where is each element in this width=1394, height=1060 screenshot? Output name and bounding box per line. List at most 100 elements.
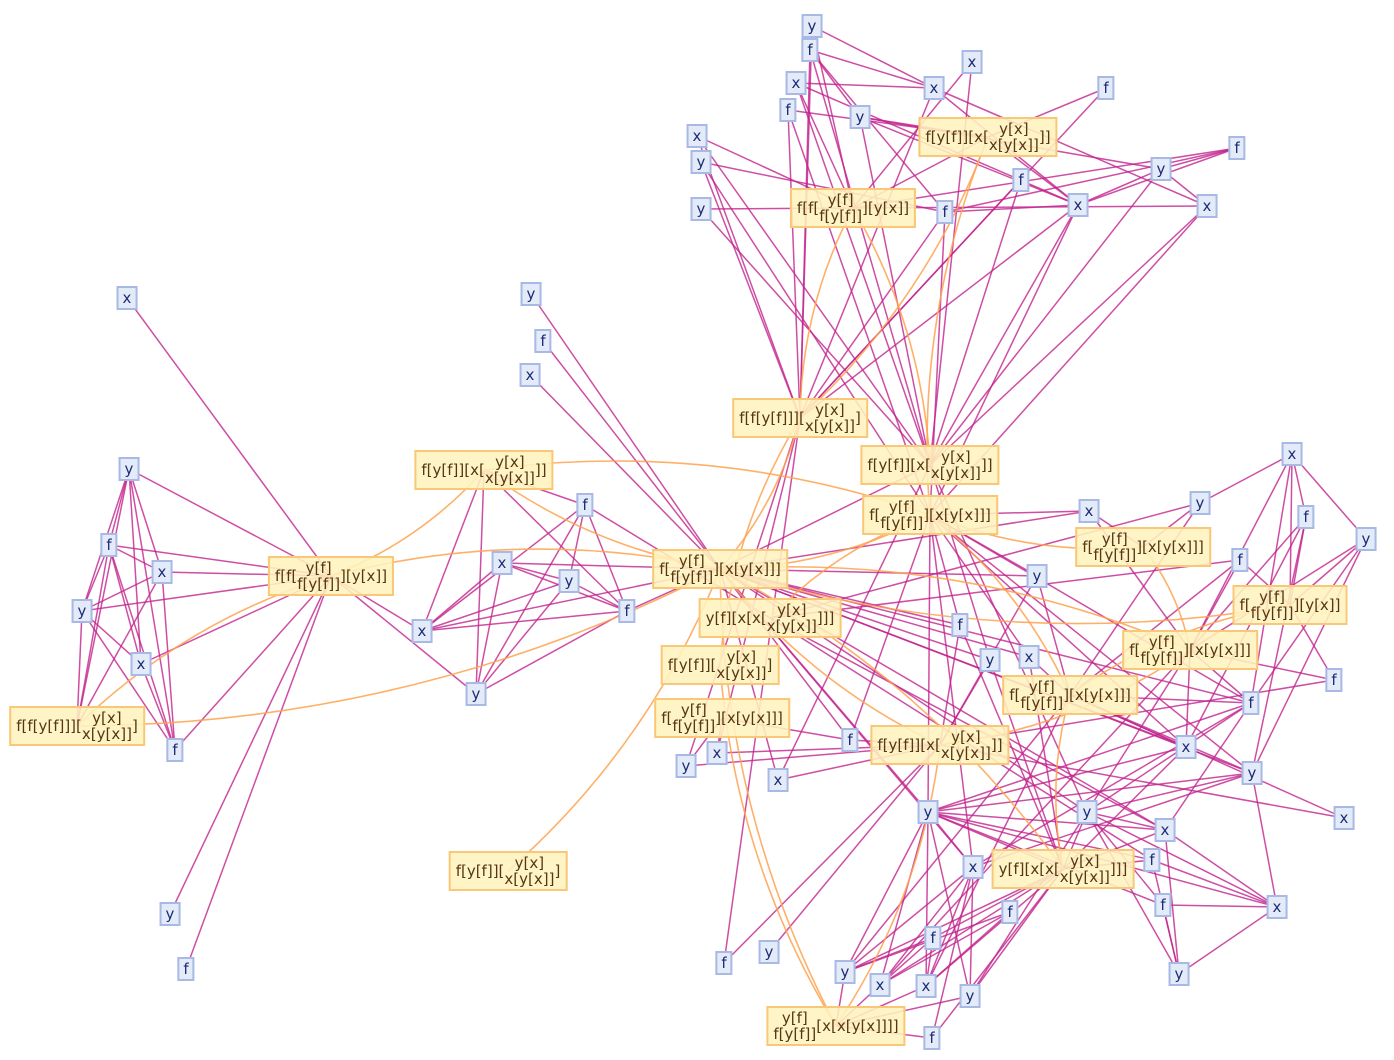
leaf-node-y[interactable]: y <box>465 682 487 706</box>
edge <box>1086 811 1278 908</box>
leaf-node-f[interactable]: f <box>801 38 819 62</box>
expression-node[interactable]: f[y[f]][y[x]x[y[x]]] <box>448 851 568 891</box>
leaf-node-f[interactable]: f <box>576 493 594 517</box>
expression-node[interactable]: f[y[f]][x[y[x]x[y[x]]]] <box>918 117 1058 157</box>
expression-node[interactable]: f[y[f]][x[y[x]x[y[x]]]] <box>860 445 1000 485</box>
expression-node[interactable]: y[f]f[y[f]][x[x[y[x]]]] <box>766 1006 906 1046</box>
leaf-node-x[interactable]: x <box>1018 645 1040 669</box>
leaf-node-x[interactable]: x <box>1078 499 1100 523</box>
leaf-node-x[interactable]: x <box>785 71 807 95</box>
leaf-node-x[interactable]: x <box>915 974 937 998</box>
expression-node[interactable]: f[y[f]f[y[f]]][x[y[x]]] <box>1075 527 1211 567</box>
leaf-node-f[interactable]: f <box>166 738 184 762</box>
expression-node[interactable]: f[f[y[f]]][y[x]x[y[x]]] <box>732 398 868 438</box>
leaf-node-y[interactable]: y <box>917 800 939 824</box>
leaf-node-y[interactable]: y <box>71 599 93 623</box>
leaf-node-x[interactable]: x <box>1196 194 1218 218</box>
leaf-node-x[interactable]: x <box>962 855 984 879</box>
leaf-node-y[interactable]: y <box>1241 761 1263 785</box>
leaf-node-x[interactable]: x <box>1266 895 1288 919</box>
expression-node[interactable]: f[y[f]][y[x]x[y[x]]] <box>660 645 780 685</box>
leaf-node-x[interactable]: x <box>411 619 433 643</box>
leaf-node-f[interactable]: f <box>715 951 733 975</box>
leaf-node-f[interactable]: f <box>1012 168 1030 192</box>
expression-suffix: ] <box>131 717 138 735</box>
leaf-node-f[interactable]: f <box>924 926 942 950</box>
leaf-node-f[interactable]: f <box>534 329 552 353</box>
expression-node[interactable]: f[y[f]][x[y[x]x[y[x]]]] <box>870 725 1010 765</box>
leaf-node-x[interactable]: x <box>491 551 513 575</box>
expression-node[interactable]: f[y[f]f[y[f]]][x[y[x]]] <box>862 495 998 535</box>
edge <box>769 617 1166 831</box>
leaf-node-y[interactable]: y <box>1026 564 1048 588</box>
leaf-node-y[interactable]: y <box>675 754 697 778</box>
leaf-node-f[interactable]: f <box>618 599 636 623</box>
leaf-node-x[interactable]: x <box>116 286 138 310</box>
leaf-node-f[interactable]: f <box>100 533 118 557</box>
expression-node[interactable]: f[y[f]f[y[f]]][x[y[x]]] <box>654 698 790 738</box>
leaf-node-y[interactable]: y <box>558 569 580 593</box>
expression-node[interactable]: y[f][x[x[y[x]x[y[x]]]]] <box>698 598 842 638</box>
leaf-node-f[interactable]: f <box>177 957 195 981</box>
expression-node[interactable]: f[y[f]f[y[f]]][x[y[x]]] <box>1122 630 1258 670</box>
leaf-node-f[interactable]: f <box>936 200 954 224</box>
leaf-node-y[interactable]: y <box>690 150 712 174</box>
leaf-node-x[interactable]: x <box>961 50 983 74</box>
expression-node[interactable]: f[f[y[f]f[y[f]]][y[x]] <box>267 556 395 596</box>
leaf-node-y[interactable]: y <box>1076 800 1098 824</box>
leaf-node-f[interactable]: f <box>1097 76 1115 100</box>
leaf-node-y[interactable]: y <box>959 984 981 1008</box>
expression-node[interactable]: y[f][x[x[y[x]x[y[x]]]]] <box>991 849 1135 889</box>
leaf-node-f[interactable]: f <box>1231 548 1249 572</box>
leaf-node-x[interactable]: x <box>767 768 789 792</box>
leaf-node-y[interactable]: y <box>849 105 871 129</box>
leaf-node-y[interactable]: y <box>758 940 780 964</box>
expression-bottom: x[y[x]] <box>504 870 555 888</box>
leaf-node-f[interactable]: f <box>1143 848 1161 872</box>
leaf-node-f[interactable]: f <box>841 728 859 752</box>
leaf-node-f[interactable]: f <box>1297 505 1315 529</box>
leaf-node-x[interactable]: x <box>151 560 173 584</box>
leaf-node-x[interactable]: x <box>1067 193 1089 217</box>
leaf-node-y[interactable]: y <box>690 197 712 221</box>
edge <box>809 49 931 466</box>
edge <box>421 610 628 632</box>
leaf-node-y[interactable]: y <box>1189 491 1211 515</box>
leaf-node-x[interactable]: x <box>869 973 891 997</box>
leaf-node-x[interactable]: x <box>686 124 708 148</box>
leaf-node-x[interactable]: x <box>1154 818 1176 842</box>
leaf-node-y[interactable]: y <box>1168 962 1190 986</box>
leaf-node-x[interactable]: x <box>1175 735 1197 759</box>
edge <box>719 568 851 741</box>
leaf-node-f[interactable]: f <box>1228 136 1246 160</box>
leaf-node-x[interactable]: x <box>1333 806 1355 830</box>
leaf-node-y[interactable]: y <box>1355 527 1377 551</box>
expression-top: y[f] <box>1259 588 1285 606</box>
leaf-node-x[interactable]: x <box>923 76 945 100</box>
leaf-node-y[interactable]: y <box>801 14 823 38</box>
leaf-node-f[interactable]: f <box>1154 893 1172 917</box>
expression-node[interactable]: f[y[f]f[y[f]]][x[y[x]]] <box>1002 675 1138 715</box>
leaf-node-y[interactable]: y <box>1150 157 1172 181</box>
leaf-node-y[interactable]: y <box>118 457 140 481</box>
leaf-node-f[interactable]: f <box>779 98 797 122</box>
leaf-node-f[interactable]: f <box>923 1026 941 1050</box>
leaf-node-y[interactable]: y <box>834 960 856 984</box>
leaf-node-f[interactable]: f <box>1242 691 1260 715</box>
expression-node[interactable]: f[f[y[f]]][y[x]x[y[x]]] <box>9 706 145 746</box>
leaf-node-y[interactable]: y <box>159 902 181 926</box>
expression-node[interactable]: f[y[f]f[y[f]]][y[x]] <box>1232 585 1348 625</box>
leaf-node-x[interactable]: x <box>519 363 541 387</box>
expression-node[interactable]: f[f[y[f]f[y[f]]][y[x]] <box>789 188 917 228</box>
leaf-node-f[interactable]: f <box>1001 900 1019 924</box>
leaf-node-f[interactable]: f <box>951 613 969 637</box>
expression-node[interactable]: f[y[f]f[y[f]]][x[y[x]]] <box>652 549 788 589</box>
leaf-node-x[interactable]: x <box>1281 442 1303 466</box>
expression-bottom: x[y[x]] <box>804 417 855 435</box>
leaf-node-y[interactable]: y <box>979 648 1001 672</box>
expression-node[interactable]: f[y[f]][x[y[x]x[y[x]]]] <box>414 450 554 490</box>
leaf-node-f[interactable]: f <box>1325 668 1343 692</box>
leaf-node-x[interactable]: x <box>130 652 152 676</box>
leaf-node-y[interactable]: y <box>520 282 542 306</box>
leaf-node-x[interactable]: x <box>706 741 728 765</box>
